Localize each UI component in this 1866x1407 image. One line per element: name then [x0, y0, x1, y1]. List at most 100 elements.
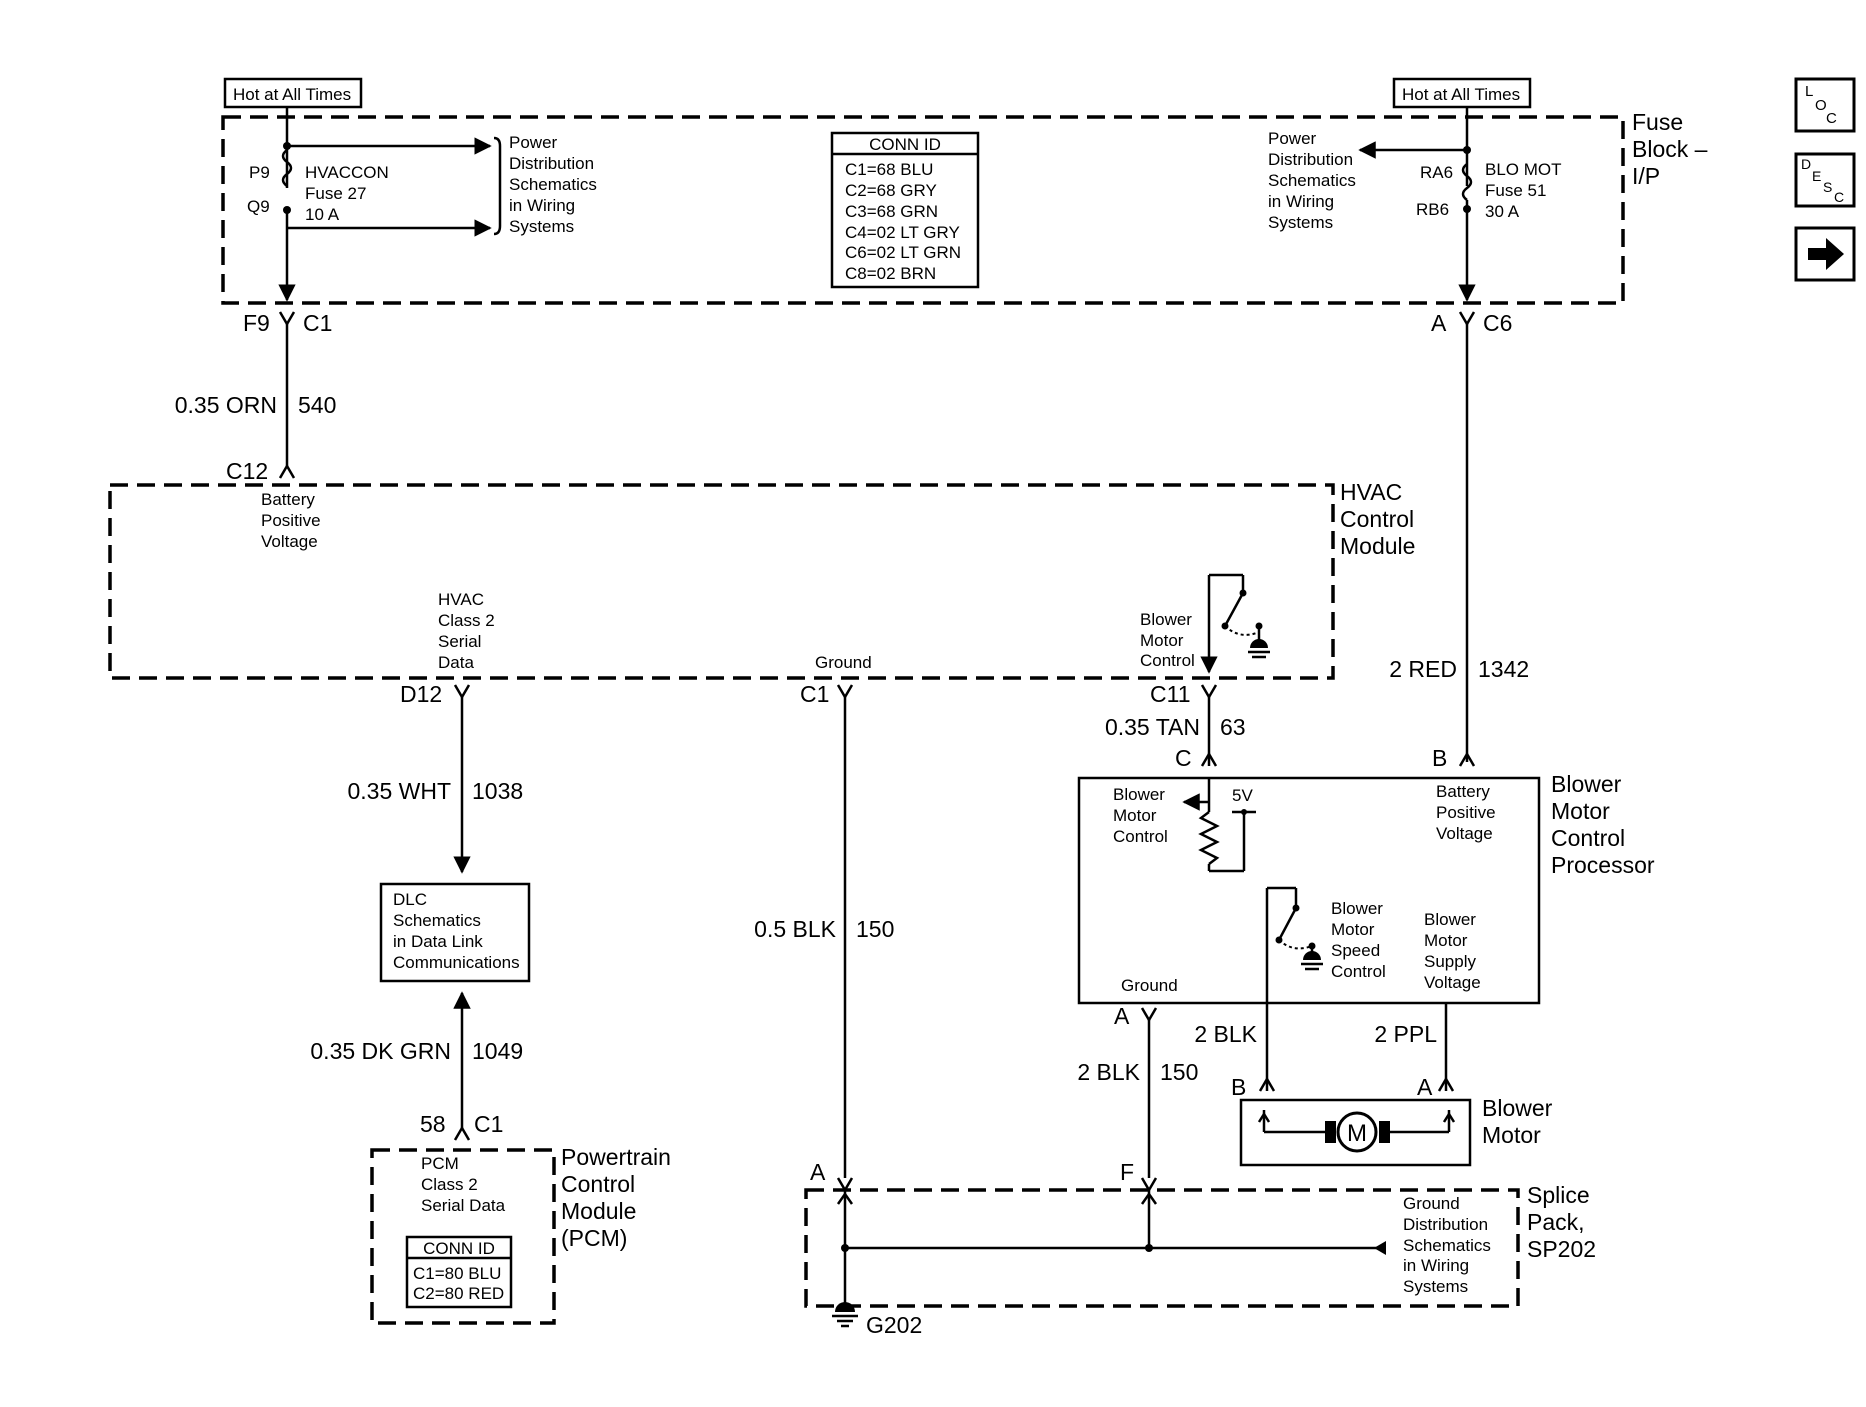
svg-text:Motor: Motor [1331, 920, 1375, 939]
conn-c1-fuse: C1 [303, 310, 332, 336]
motor-pin-a: A [1417, 1074, 1433, 1100]
svg-text:Battery: Battery [1436, 782, 1490, 801]
pin-c12: C12 [226, 458, 268, 484]
splice-pin-a: A [810, 1159, 826, 1185]
svg-text:S: S [1823, 179, 1832, 195]
svg-text:Blower: Blower [1140, 610, 1192, 629]
bmcp-pin-c: C [1175, 745, 1192, 771]
svg-text:Blower: Blower [1331, 899, 1383, 918]
svg-text:Power: Power [1268, 129, 1317, 148]
svg-text:C2=80 RED: C2=80 RED [413, 1284, 504, 1303]
svg-text:Module: Module [1340, 533, 1415, 559]
pin-f9: F9 [243, 310, 270, 336]
wire-540-circuit: 540 [298, 392, 336, 418]
pin-d12: D12 [400, 681, 442, 707]
svg-text:HVAC: HVAC [438, 590, 484, 609]
svg-text:Blower: Blower [1482, 1095, 1553, 1121]
bmcp-control-label: Blower Motor Control [1113, 785, 1168, 846]
bmcp-ground-label: Ground [1121, 976, 1178, 995]
svg-text:Module: Module [561, 1198, 636, 1224]
svg-text:Blower: Blower [1113, 785, 1165, 804]
svg-text:Schematics: Schematics [509, 175, 597, 194]
wire-540-spec: 0.35 ORN [175, 392, 277, 418]
svg-text:in Wiring: in Wiring [509, 196, 575, 215]
wire-150-circuit-b: 150 [1160, 1059, 1198, 1085]
svg-text:Distribution: Distribution [509, 154, 594, 173]
svg-text:Schematics: Schematics [393, 911, 481, 930]
svg-text:CONN ID: CONN ID [423, 1239, 495, 1258]
svg-text:30 A: 30 A [1485, 202, 1520, 221]
svg-text:Processor: Processor [1551, 852, 1655, 878]
desc-button[interactable]: D E S C [1794, 152, 1856, 208]
svg-text:BLO MOT: BLO MOT [1485, 160, 1562, 179]
fuse27-pin-top: P9 [249, 163, 270, 182]
splice-pack-sp202: A F Splice Pack, SP202 Ground Distributi… [804, 1159, 1596, 1338]
dlc-reference: DLC Schematics in Data Link Communicatio… [379, 882, 531, 983]
svg-text:Systems: Systems [1268, 213, 1333, 232]
svg-text:M: M [1347, 1120, 1367, 1147]
svg-text:Fuse 51: Fuse 51 [1485, 181, 1546, 200]
svg-text:Motor: Motor [1424, 931, 1468, 950]
pin-a-fuse: A [1431, 310, 1447, 336]
svg-text:C: C [1834, 189, 1844, 205]
bmcp-battery-positive-label: Battery Positive Voltage [1436, 782, 1496, 843]
motor-pin-b: B [1231, 1074, 1246, 1100]
ground-distribution-ref: Ground Distribution Schematics in Wiring… [1403, 1194, 1491, 1296]
svg-text:O: O [1815, 97, 1827, 114]
bmcp-name: Blower Motor Control Processor [1551, 771, 1655, 878]
svg-text:PCM: PCM [421, 1154, 459, 1173]
svg-text:Distribution: Distribution [1268, 150, 1353, 169]
hvac-control-module: HVAC Control Module C12 Battery Positive… [108, 458, 1415, 707]
hvac-battery-positive-label: Battery Positive Voltage [261, 490, 321, 551]
svg-text:SP202: SP202 [1527, 1236, 1596, 1262]
svg-text:C1=80 BLU: C1=80 BLU [413, 1264, 501, 1283]
loc-button[interactable]: L O C [1794, 77, 1856, 133]
bmcp-5v-label: 5V [1232, 786, 1253, 805]
svg-text:10 A: 10 A [305, 205, 340, 224]
fuse-block-name: Fuse Block – I/P [1632, 109, 1708, 189]
fuse27-pin-bottom: Q9 [247, 197, 270, 216]
svg-text:C3=68 GRN: C3=68 GRN [845, 202, 938, 221]
ground-g202-icon [832, 1302, 858, 1328]
fuse51-pin-bottom: RB6 [1416, 200, 1449, 219]
wire-150-spec-a: 0.5 BLK [754, 916, 836, 942]
svg-text:Control: Control [1113, 827, 1168, 846]
hot-at-all-times-right: Hot at All Times [1402, 85, 1520, 104]
svg-text:Class 2: Class 2 [421, 1175, 478, 1194]
svg-text:Data: Data [438, 653, 474, 672]
wire-1049-circuit: 1049 [472, 1038, 523, 1064]
svg-text:Fuse 27: Fuse 27 [305, 184, 366, 203]
svg-text:HVACCON: HVACCON [305, 163, 389, 182]
svg-text:Control: Control [1551, 825, 1625, 851]
wire-150-circuit-a: 150 [856, 916, 894, 942]
bmcp-supply-voltage-label: Blower Motor Supply Voltage [1424, 910, 1481, 992]
pcm-conn-id: CONN ID C1=80 BLU C2=80 RED [405, 1235, 513, 1309]
svg-text:Systems: Systems [509, 217, 574, 236]
hvac-blower-motor-control-label: Blower Motor Control [1140, 610, 1195, 670]
wire-1342-spec: 2 RED [1389, 656, 1457, 682]
hvac-blower-switch-icon [1200, 573, 1270, 674]
hvac-module-name: HVAC Control Module [1340, 479, 1415, 559]
power-distribution-ref-left: Power Distribution Schematics in Wiring … [509, 133, 597, 236]
svg-text:in Data Link: in Data Link [393, 932, 483, 951]
next-button[interactable] [1794, 226, 1856, 282]
svg-text:Positive: Positive [1436, 803, 1496, 822]
svg-text:Serial Data: Serial Data [421, 1196, 506, 1215]
svg-text:Class 2: Class 2 [438, 611, 495, 630]
bmcp-speed-control-label: Blower Motor Speed Control [1331, 899, 1386, 981]
svg-text:Motor: Motor [1140, 631, 1184, 650]
svg-text:C: C [1826, 110, 1837, 127]
wire-1342-circuit: 1342 [1478, 656, 1529, 682]
splice-pack-name: Splice Pack, SP202 [1527, 1182, 1596, 1262]
svg-text:Battery: Battery [261, 490, 315, 509]
blower-motor-control-processor: C B Blower Motor Control Processor Blowe… [1077, 745, 1655, 1029]
svg-text:Speed: Speed [1331, 941, 1380, 960]
svg-text:DLC: DLC [393, 890, 427, 909]
wire-1049-spec: 0.35 DK GRN [310, 1038, 451, 1064]
svg-text:CONN ID: CONN ID [869, 135, 941, 154]
svg-text:Systems: Systems [1403, 1277, 1468, 1296]
fuse-block: Hot at All Times Hot at All Times Fuse B… [221, 77, 1708, 336]
svg-text:Blower: Blower [1551, 771, 1622, 797]
svg-text:Communications: Communications [393, 953, 520, 972]
